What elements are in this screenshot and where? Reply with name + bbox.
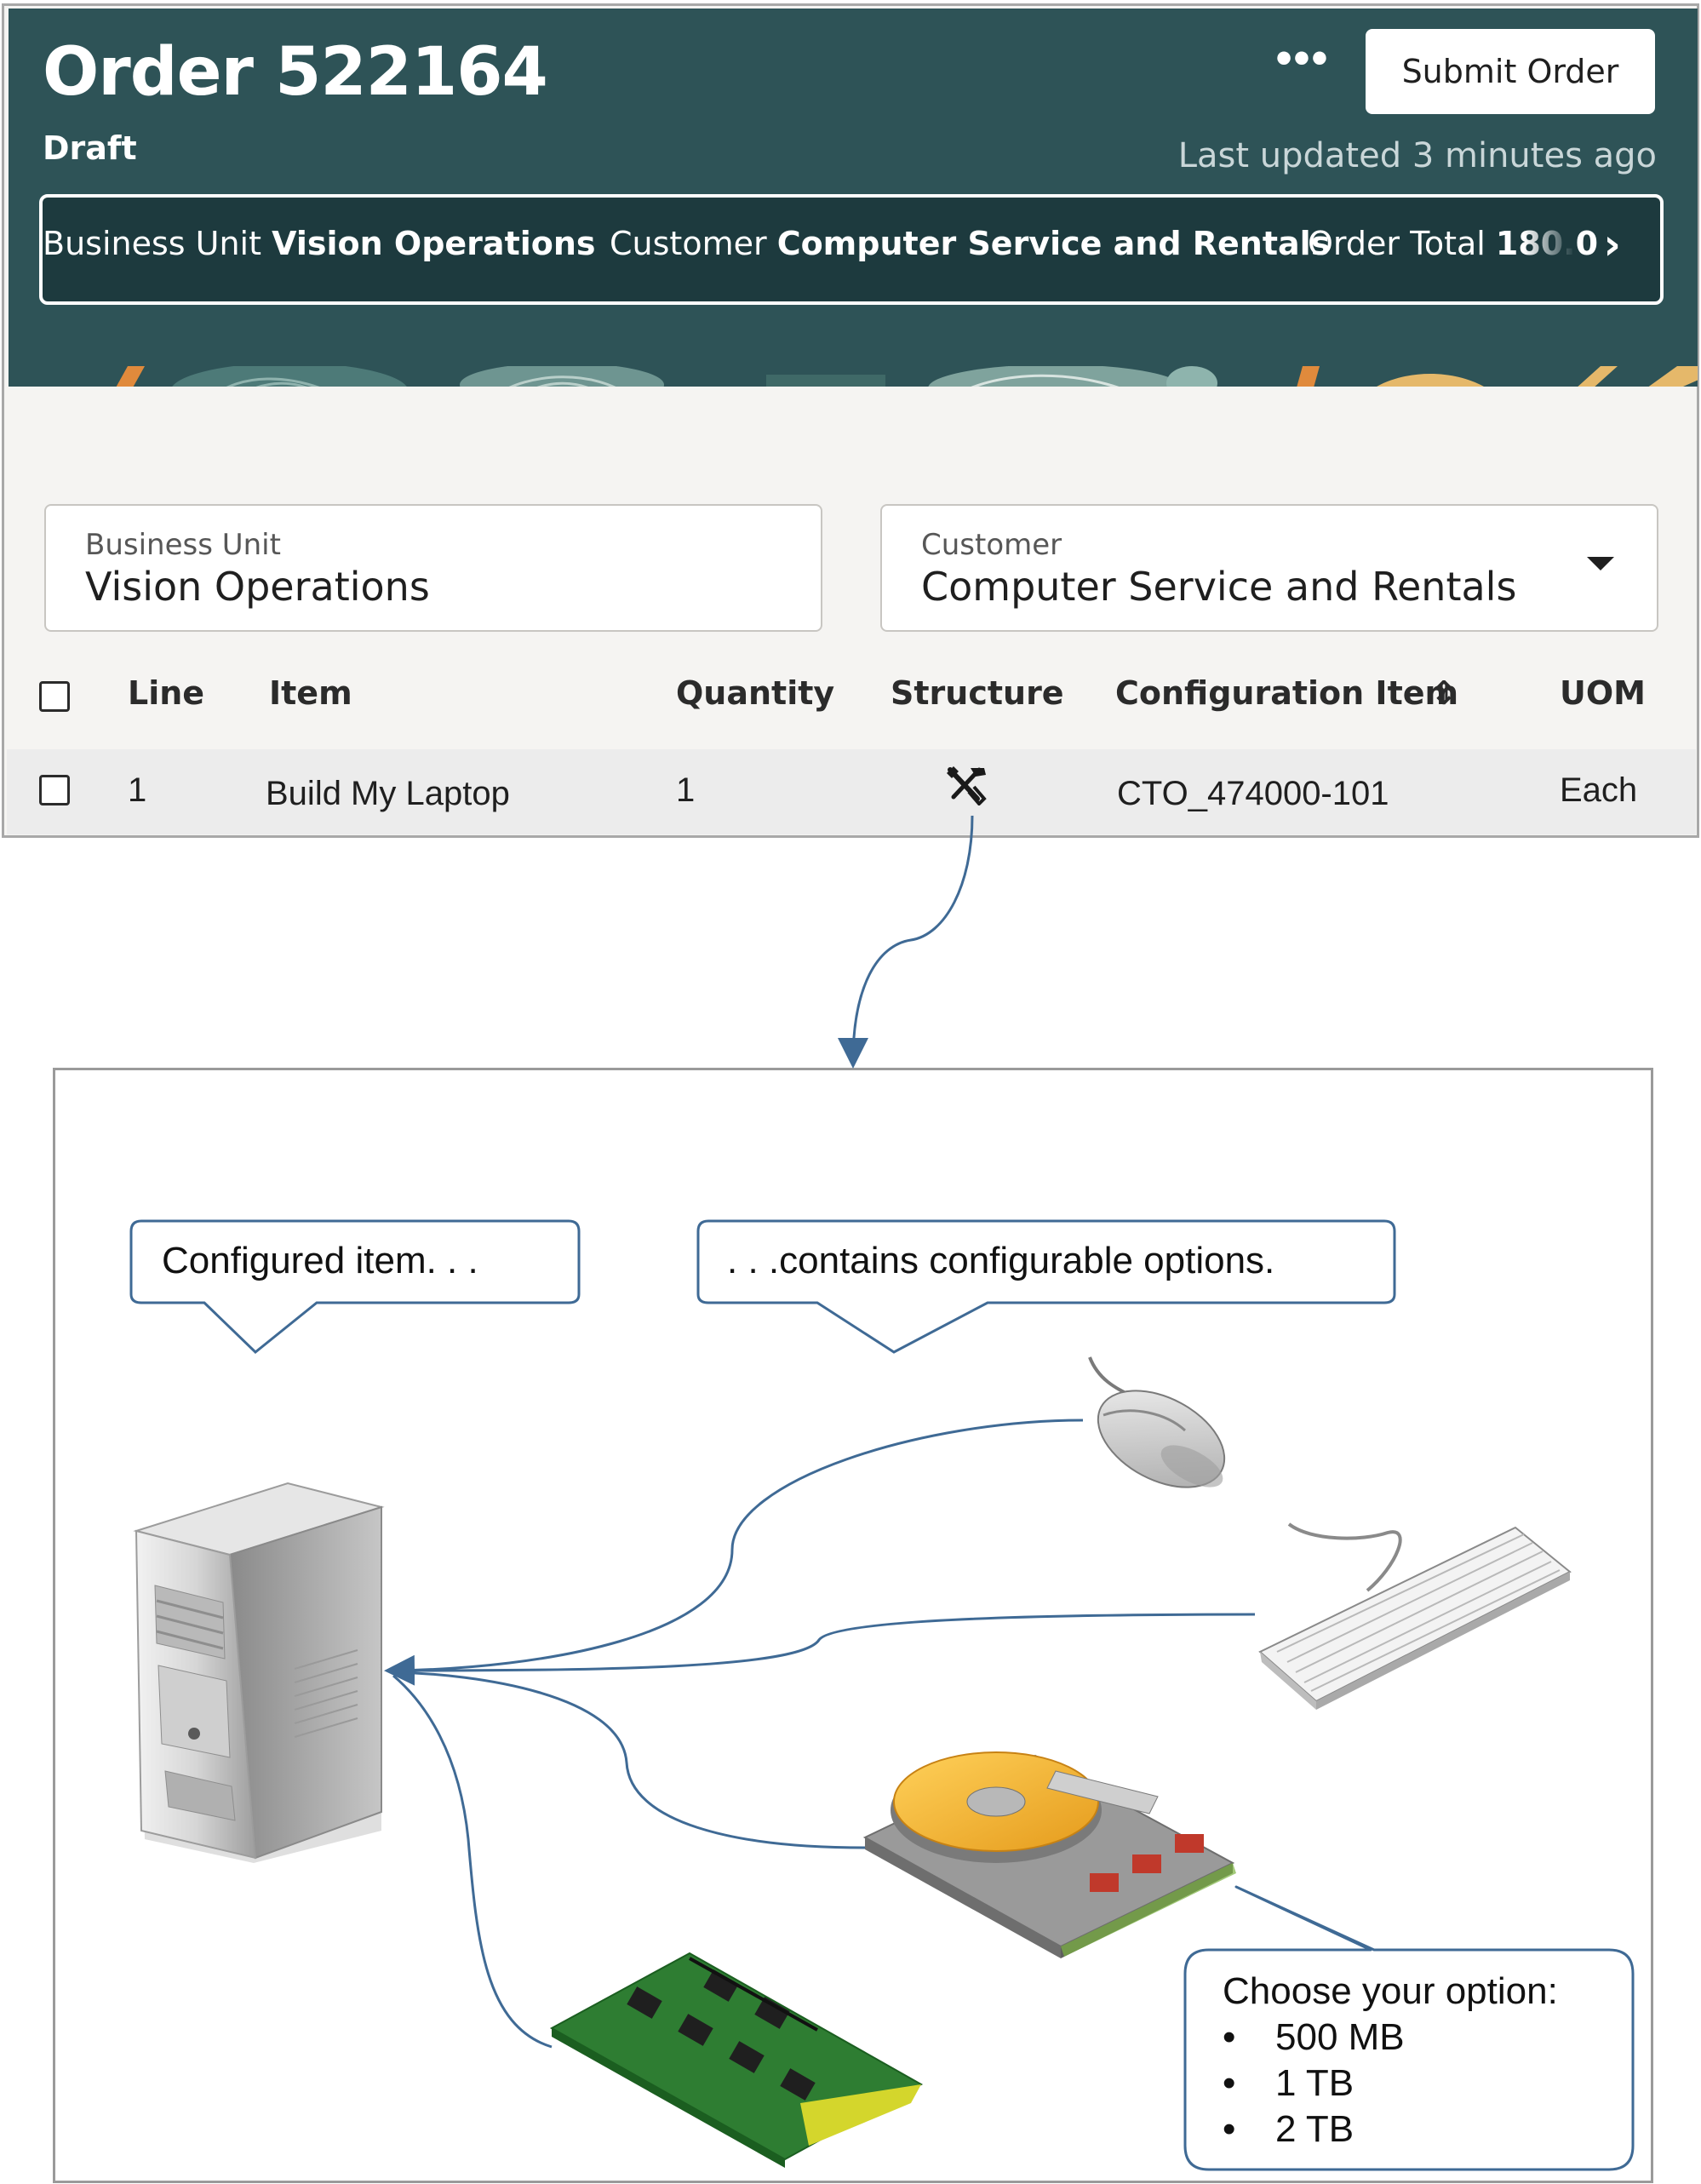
choose-option-item: •500 MB bbox=[1223, 2016, 1405, 2058]
callout-configured-text: Configured item. . . bbox=[162, 1240, 478, 1281]
callout-configurable-options bbox=[696, 1219, 1396, 1354]
info-business-unit-label: Business Unit bbox=[43, 225, 262, 262]
column-header-structure[interactable]: Structure bbox=[891, 674, 1064, 712]
info-business-unit-value: Vision Operations bbox=[272, 225, 596, 262]
column-header-uom[interactable]: UOM bbox=[1560, 674, 1646, 712]
choose-option-item: •2 TB bbox=[1223, 2108, 1354, 2150]
row-item: Build My Laptop bbox=[266, 775, 510, 812]
info-customer-label: Customer bbox=[610, 225, 767, 262]
row-configuration-item[interactable]: CTO_474000-101 bbox=[1117, 775, 1389, 812]
select-all-checkbox[interactable] bbox=[39, 681, 70, 712]
business-unit-field[interactable]: Business Unit Vision Operations bbox=[44, 504, 822, 632]
info-customer-value: Computer Service and Rentals bbox=[776, 225, 1331, 262]
business-unit-value: Vision Operations bbox=[85, 564, 430, 610]
info-business-unit: Business Unit Vision Operations bbox=[43, 225, 596, 262]
column-header-item[interactable]: Item bbox=[269, 674, 352, 712]
choose-option-title: Choose your option: bbox=[1223, 1970, 1558, 2012]
info-bar-fade bbox=[1524, 198, 1575, 301]
caret-down-icon[interactable] bbox=[1587, 557, 1614, 570]
connector-mouse bbox=[384, 1419, 1084, 1686]
diagram-frame bbox=[53, 1068, 1653, 2183]
order-header: Order 522164 Draft ••• Submit Order Last… bbox=[9, 9, 1698, 387]
callout-configured-item bbox=[129, 1219, 581, 1354]
last-updated-text: Last updated 3 minutes ago bbox=[1177, 136, 1657, 175]
connector-keyboard bbox=[391, 1613, 1256, 1672]
memory-card-icon bbox=[549, 1952, 924, 2168]
info-order-total-label: Order Total bbox=[1308, 225, 1486, 262]
connector-memory-card bbox=[392, 1674, 553, 2049]
info-customer: Customer Computer Service and Rentals bbox=[610, 225, 1330, 262]
order-info-bar: Business Unit Vision Operations Customer… bbox=[39, 194, 1664, 305]
header-banner-art bbox=[17, 366, 1698, 387]
choose-option-value: 500 MB bbox=[1275, 2016, 1405, 2058]
business-unit-label: Business Unit bbox=[85, 528, 281, 562]
column-header-line[interactable]: Line bbox=[128, 674, 205, 712]
customer-value: Computer Service and Rentals bbox=[921, 564, 1517, 610]
customer-label: Customer bbox=[921, 528, 1062, 562]
status-label: Draft bbox=[43, 129, 137, 167]
column-header-configuration-item[interactable]: Configuration Item bbox=[1115, 674, 1459, 712]
customer-select[interactable]: Customer Computer Service and Rentals bbox=[880, 504, 1658, 632]
table-row[interactable] bbox=[7, 749, 1696, 834]
row-line: 1 bbox=[128, 771, 147, 809]
keyboard-icon bbox=[1258, 1522, 1572, 1710]
page-title: Order 522164 bbox=[43, 34, 548, 111]
row-uom: Each bbox=[1560, 771, 1638, 809]
submit-order-button[interactable]: Submit Order bbox=[1366, 29, 1655, 114]
mouse-icon bbox=[1088, 1356, 1226, 1488]
choose-option-value: 1 TB bbox=[1275, 2062, 1354, 2104]
row-checkbox[interactable] bbox=[39, 775, 70, 805]
choose-option-item: •1 TB bbox=[1223, 2062, 1354, 2104]
hard-drive-icon bbox=[862, 1751, 1236, 1958]
computer-tower-icon bbox=[133, 1482, 385, 1863]
connector-hard-drive bbox=[392, 1671, 866, 1849]
callout-options-text: . . .contains configurable options. bbox=[727, 1240, 1275, 1281]
connector-arrow bbox=[838, 815, 974, 1069]
chevron-right-icon[interactable]: › bbox=[1603, 220, 1621, 269]
more-actions-button[interactable]: ••• bbox=[1275, 32, 1330, 83]
callout-choose-option bbox=[1183, 1885, 1635, 2171]
row-quantity: 1 bbox=[676, 771, 696, 809]
choose-option-value: 2 TB bbox=[1275, 2108, 1354, 2150]
sort-icon[interactable]: ⇕ bbox=[1430, 674, 1458, 712]
structure-tools-icon[interactable] bbox=[945, 765, 989, 805]
column-header-quantity[interactable]: Quantity bbox=[676, 674, 835, 712]
